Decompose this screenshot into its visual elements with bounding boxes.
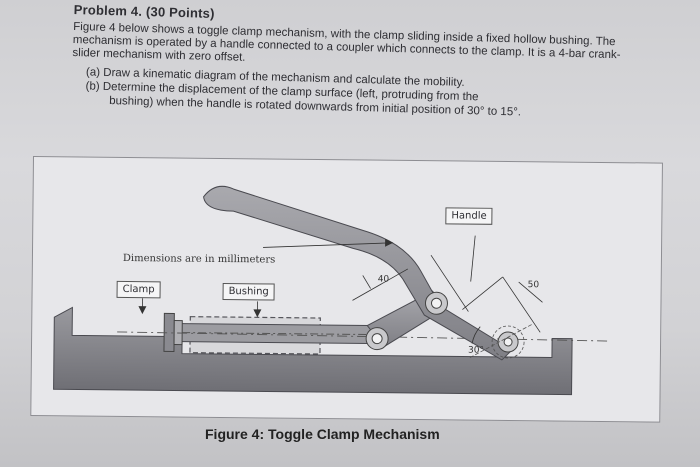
toggle-clamp-drawing xyxy=(53,185,608,396)
angle-dim: 30° xyxy=(467,345,484,356)
bushing-label: Bushing xyxy=(222,282,275,301)
problem-text: Problem 4. (30 Points) Figure 4 below sh… xyxy=(71,0,674,125)
pivot-coupler xyxy=(424,291,448,315)
center-line xyxy=(117,331,608,342)
base-plate xyxy=(53,306,573,396)
crank-length-dim: 50 xyxy=(527,280,540,291)
coupler-length-dim: 40 xyxy=(377,274,390,285)
pivot-ground xyxy=(491,325,525,359)
pivot-clamp xyxy=(365,327,389,351)
figure-caption: Figure 4: Toggle Clamp Mechanism xyxy=(205,426,440,442)
clamp-label: Clamp xyxy=(116,280,161,299)
figure-frame: Handle Dimensions are in millimeters Cla… xyxy=(30,156,663,423)
problem-parts: (a) Draw a kinematic diagram of the mech… xyxy=(71,66,672,124)
dimensions-note: Dimensions are in millimeters xyxy=(122,252,276,266)
handle-label: Handle xyxy=(445,207,493,225)
